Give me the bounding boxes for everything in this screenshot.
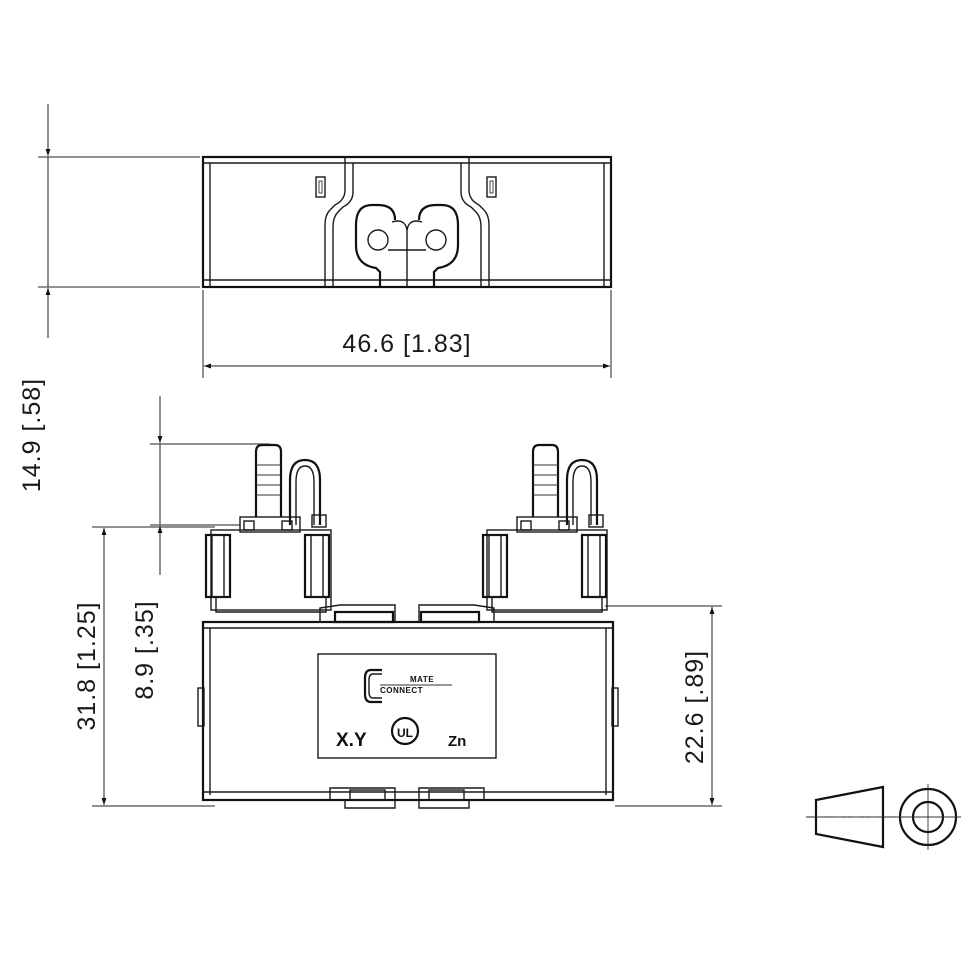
dimension-height-terminal: 8.9 [.35] xyxy=(131,396,270,700)
front-view-body xyxy=(201,620,615,802)
dimension-width: 46.6 [1.83] xyxy=(202,290,612,378)
brand-line1: MATE xyxy=(410,675,434,684)
ul-mark-icon xyxy=(390,716,420,746)
dimension-height-body-text: 22.6 [.89] xyxy=(681,650,709,764)
dimension-height-terminal-text: 8.9 [.35] xyxy=(131,600,159,699)
ul-mark-text: UL xyxy=(397,726,413,740)
brand-logo-icon xyxy=(363,668,382,704)
dimension-height-body: 22.6 [.89] xyxy=(605,605,722,807)
front-view: MATE CONNECT X.Y UL Zn xyxy=(197,443,619,809)
terminal-right xyxy=(481,443,608,613)
dimension-height-total-text: 31.8 [1.25] xyxy=(73,601,101,730)
material-text: Zn xyxy=(448,733,466,750)
dimension-width-text: 46.6 [1.83] xyxy=(342,330,471,358)
top-view xyxy=(201,155,613,289)
dimension-height-top: 14.9 [.58] xyxy=(18,104,200,492)
dimension-height-top-text: 14.9 [.58] xyxy=(18,378,46,492)
brand-line2: CONNECT xyxy=(380,686,423,695)
label-plate: MATE CONNECT X.Y UL Zn xyxy=(317,653,497,759)
projection-symbol-icon xyxy=(806,784,961,850)
model-text: X.Y xyxy=(336,730,367,751)
dimension-height-total: 31.8 [1.25] xyxy=(73,526,215,807)
terminal-left xyxy=(204,443,332,613)
